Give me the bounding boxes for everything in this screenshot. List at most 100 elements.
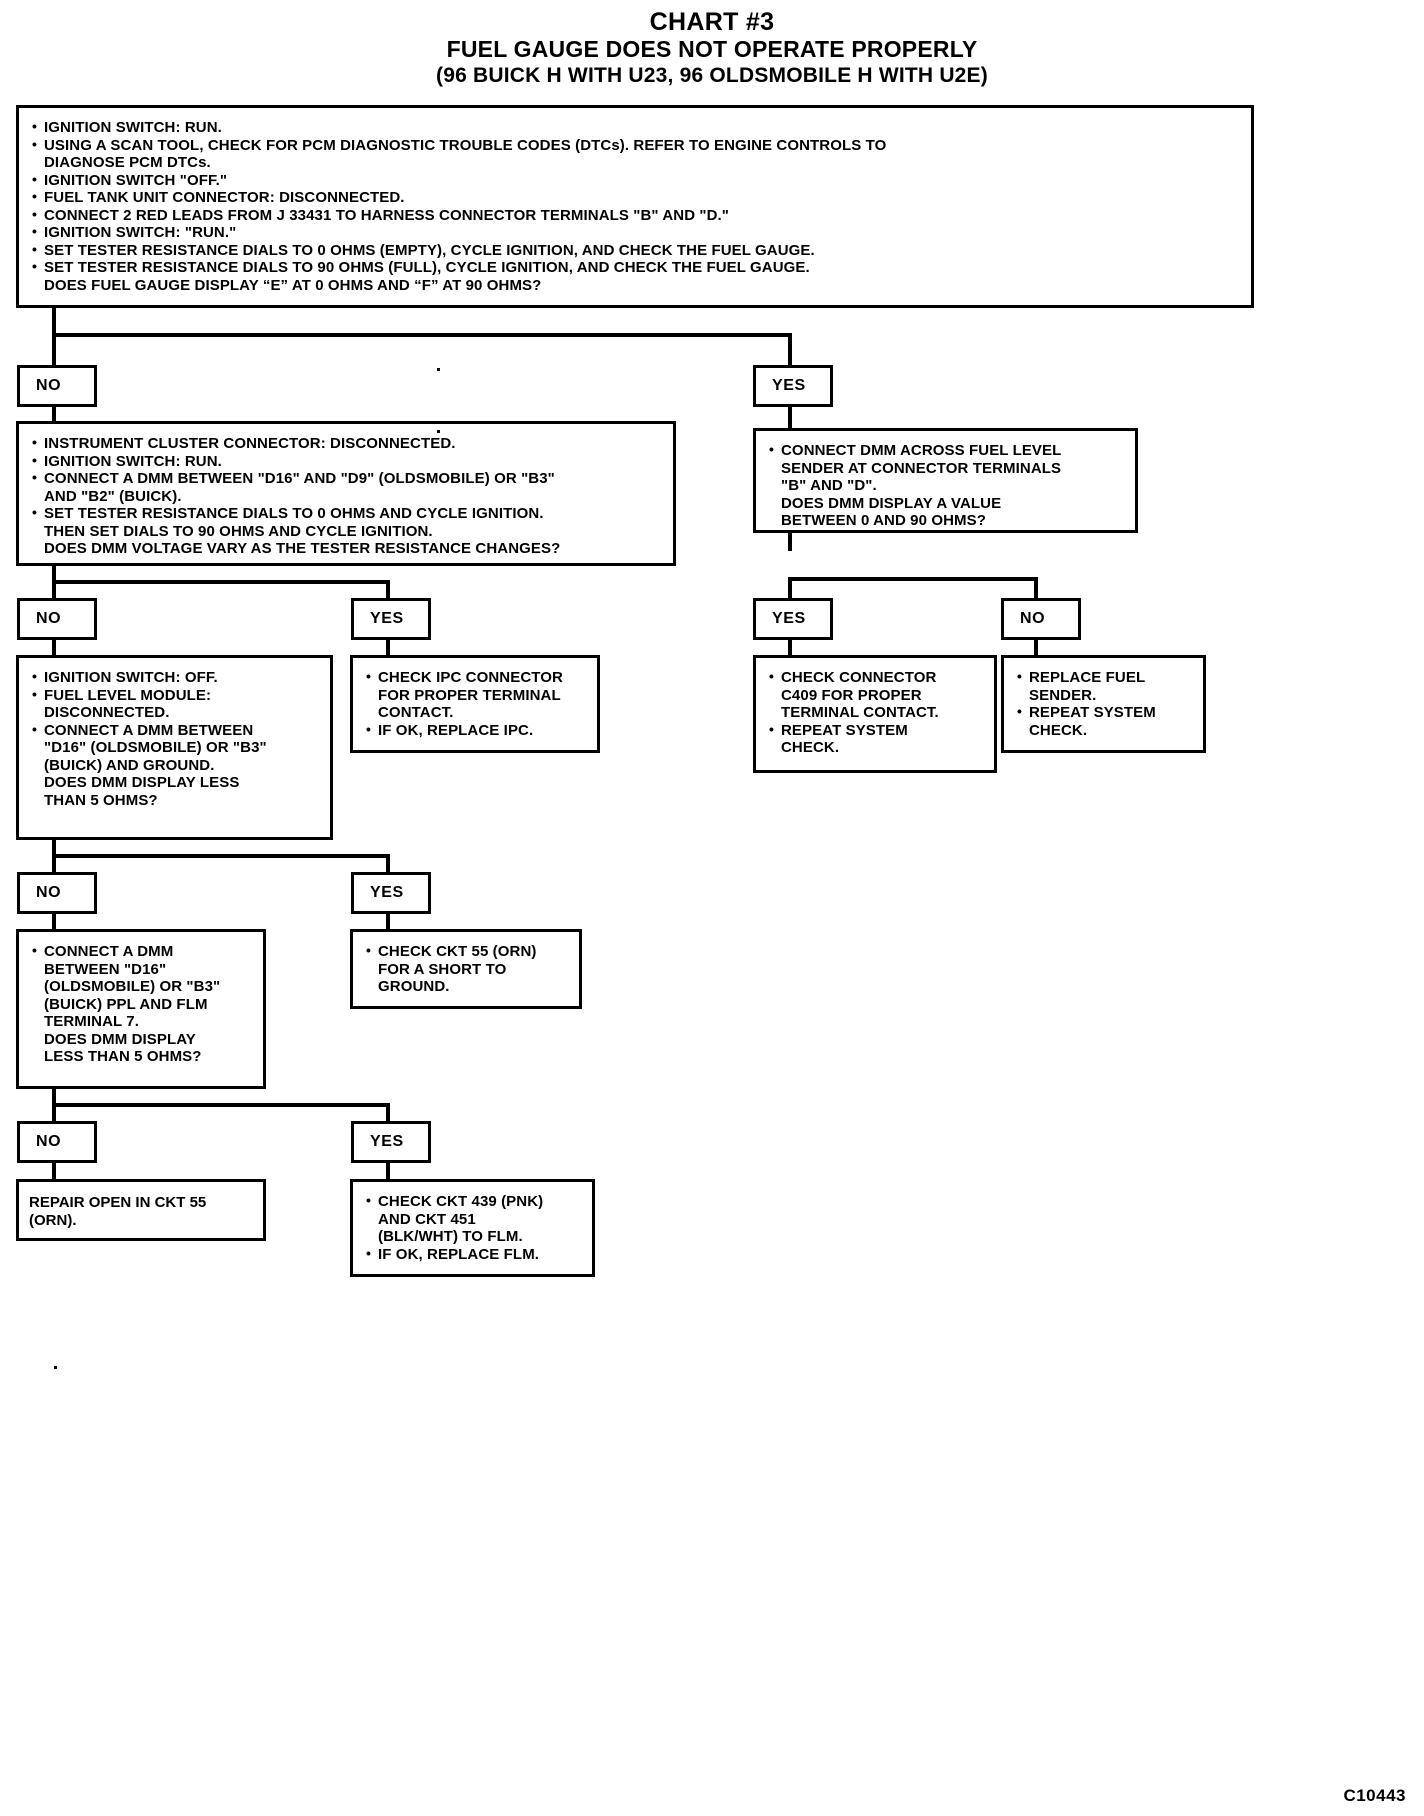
branch-label-text: YES [772, 610, 806, 627]
branch-label-text: NO [36, 884, 62, 901]
list-item: IGNITION SWITCH: "RUN." [31, 223, 1239, 242]
branch-label-no: NO [1001, 598, 1081, 640]
list-item: REPEAT SYSTEM CHECK. [1016, 703, 1191, 739]
list-item: SET TESTER RESISTANCE DIALS TO 0 OHMS AN… [31, 504, 661, 540]
connector-vertical [52, 840, 56, 858]
c409-check-action-list: CHECK CONNECTOR C409 FOR PROPER TERMINAL… [768, 668, 982, 757]
short-to-ground-action-list: CHECK CKT 55 (ORN) FOR A SHORT TO GROUND… [365, 942, 567, 996]
list-item: IF OK, REPLACE IPC. [365, 721, 585, 740]
sender-check-box: CONNECT DMM ACROSS FUEL LEVEL SENDER AT … [753, 428, 1138, 533]
connector-horizontal [52, 333, 792, 337]
repair-open-text: REPAIR OPEN IN CKT 55 (ORN). [29, 1194, 207, 1229]
short-to-ground-action-box: CHECK CKT 55 (ORN) FOR A SHORT TO GROUND… [350, 929, 582, 1009]
chart-subtitle: FUEL GAUGE DOES NOT OPERATE PROPERLY [446, 36, 978, 62]
connector-horizontal [788, 577, 1038, 581]
connector-vertical [52, 854, 56, 872]
connector-vertical [52, 913, 56, 931]
list-item: CONNECT DMM ACROSS FUEL LEVEL SENDER AT … [768, 441, 1123, 495]
branch-label-text: NO [36, 377, 62, 394]
list-item: FUEL LEVEL MODULE: DISCONNECTED. [31, 686, 318, 722]
connector-vertical [788, 533, 792, 551]
connector-vertical [52, 308, 56, 336]
c409-check-action-box: CHECK CONNECTOR C409 FOR PROPER TERMINAL… [753, 655, 997, 773]
connector-vertical [386, 1162, 390, 1180]
connector-vertical [386, 854, 390, 872]
decision-question: DOES DMM VOLTAGE VARY AS THE TESTER RESI… [44, 540, 561, 557]
branch-label-yes: YES [753, 598, 833, 640]
list-item: IGNITION SWITCH "OFF." [31, 171, 1239, 190]
connector-vertical [52, 1162, 56, 1180]
connector-vertical [1034, 577, 1038, 598]
chart-applicability: (96 BUICK H WITH U23, 96 OLDSMOBILE H WI… [436, 64, 988, 87]
sender-check-list: CONNECT DMM ACROSS FUEL LEVEL SENDER AT … [768, 441, 1123, 530]
connector-vertical [788, 639, 792, 657]
connector-horizontal [52, 580, 390, 584]
check-ckt439-action-list: CHECK CKT 439 (PNK) AND CKT 451 (BLK/WHT… [365, 1192, 580, 1264]
branch-label-no: NO [17, 598, 97, 640]
scan-artifact [437, 430, 440, 433]
connector-vertical [386, 580, 390, 598]
branch-label-text: YES [370, 610, 404, 627]
connector-vertical [52, 566, 56, 584]
list-item: CONNECT 2 RED LEADS FROM J 33431 TO HARN… [31, 206, 1239, 225]
list-item: IGNITION SWITCH: OFF. [31, 668, 318, 687]
branch-label-text: NO [36, 1133, 62, 1150]
connector-vertical [788, 577, 792, 598]
start-condition-list: IGNITION SWITCH: RUN. USING A SCAN TOOL,… [31, 118, 1239, 294]
connector-vertical [52, 639, 56, 657]
list-item: CONNECT A DMM BETWEEN "D16" (OLDSMOBILE)… [31, 942, 251, 1031]
branch-label-yes: YES [351, 598, 431, 640]
chart-number: CHART #3 [649, 8, 775, 36]
flm-check-list: CONNECT A DMM BETWEEN "D16" (OLDSMOBILE)… [31, 942, 251, 1066]
connector-vertical [52, 1089, 56, 1107]
decision-question: DOES DMM DISPLAY LESS THAN 5 OHMS? [44, 774, 240, 809]
list-item: IGNITION SWITCH: RUN. [31, 118, 1239, 137]
connector-vertical [386, 639, 390, 657]
list-item: CHECK CKT 439 (PNK) AND CKT 451 (BLK/WHT… [365, 1192, 580, 1246]
flm-check-box: CONNECT A DMM BETWEEN "D16" (OLDSMOBILE)… [16, 929, 266, 1089]
branch-label-text: YES [370, 884, 404, 901]
branch-label-yes: YES [351, 1121, 431, 1163]
list-item: REPEAT SYSTEM CHECK. [768, 721, 982, 757]
branch-label-text: NO [1020, 610, 1046, 627]
replace-sender-action-list: REPLACE FUEL SENDER. REPEAT SYSTEM CHECK… [1016, 668, 1191, 739]
branch-label-text: YES [370, 1133, 404, 1150]
scan-artifact [54, 1366, 57, 1369]
branch-label-no: NO [17, 365, 97, 407]
list-item: IF OK, REPLACE FLM. [365, 1245, 580, 1264]
branch-label-text: YES [772, 377, 806, 394]
ipc-check-box: INSTRUMENT CLUSTER CONNECTOR: DISCONNECT… [16, 421, 676, 566]
decision-question: DOES DMM DISPLAY LESS THAN 5 OHMS? [44, 1030, 202, 1066]
document-id: C10443 [1343, 1786, 1406, 1805]
connector-vertical [386, 913, 390, 931]
list-item: CHECK IPC CONNECTOR FOR PROPER TERMINAL … [365, 668, 585, 722]
list-item: INSTRUMENT CLUSTER CONNECTOR: DISCONNECT… [31, 434, 661, 453]
connector-horizontal [52, 1103, 390, 1107]
list-item: SET TESTER RESISTANCE DIALS TO 90 OHMS (… [31, 258, 1239, 277]
list-item: CONNECT A DMM BETWEEN "D16" AND "D9" (OL… [31, 469, 661, 505]
branch-label-no: NO [17, 872, 97, 914]
list-item: CONNECT A DMM BETWEEN "D16" (OLDSMOBILE)… [31, 721, 318, 775]
connector-vertical [386, 1103, 390, 1121]
repair-open-action-box: REPAIR OPEN IN CKT 55 (ORN). [16, 1179, 266, 1241]
connector-vertical [788, 333, 792, 365]
connector-vertical [52, 406, 56, 422]
ipc-connector-action-list: CHECK IPC CONNECTOR FOR PROPER TERMINAL … [365, 668, 585, 740]
branch-label-text: NO [36, 610, 62, 627]
list-item: CHECK CKT 55 (ORN) FOR A SHORT TO GROUND… [365, 942, 567, 996]
check-ckt439-action-box: CHECK CKT 439 (PNK) AND CKT 451 (BLK/WHT… [350, 1179, 595, 1277]
connector-vertical [52, 580, 56, 598]
replace-sender-action-box: REPLACE FUEL SENDER. REPEAT SYSTEM CHECK… [1001, 655, 1206, 753]
list-item: FUEL TANK UNIT CONNECTOR: DISCONNECTED. [31, 188, 1239, 207]
decision-question: DOES DMM DISPLAY A VALUE BETWEEN 0 AND 9… [781, 494, 1002, 530]
connector-horizontal [52, 854, 390, 858]
ipc-check-list: INSTRUMENT CLUSTER CONNECTOR: DISCONNECT… [31, 434, 661, 558]
connector-vertical [788, 406, 792, 428]
branch-label-no: NO [17, 1121, 97, 1163]
connector-vertical [52, 1103, 56, 1121]
connector-vertical [1034, 639, 1038, 657]
ground-check-list: IGNITION SWITCH: OFF. FUEL LEVEL MODULE:… [31, 668, 318, 809]
list-item: CHECK CONNECTOR C409 FOR PROPER TERMINAL… [768, 668, 982, 722]
ipc-connector-action-box: CHECK IPC CONNECTOR FOR PROPER TERMINAL … [350, 655, 600, 753]
branch-label-yes: YES [753, 365, 833, 407]
